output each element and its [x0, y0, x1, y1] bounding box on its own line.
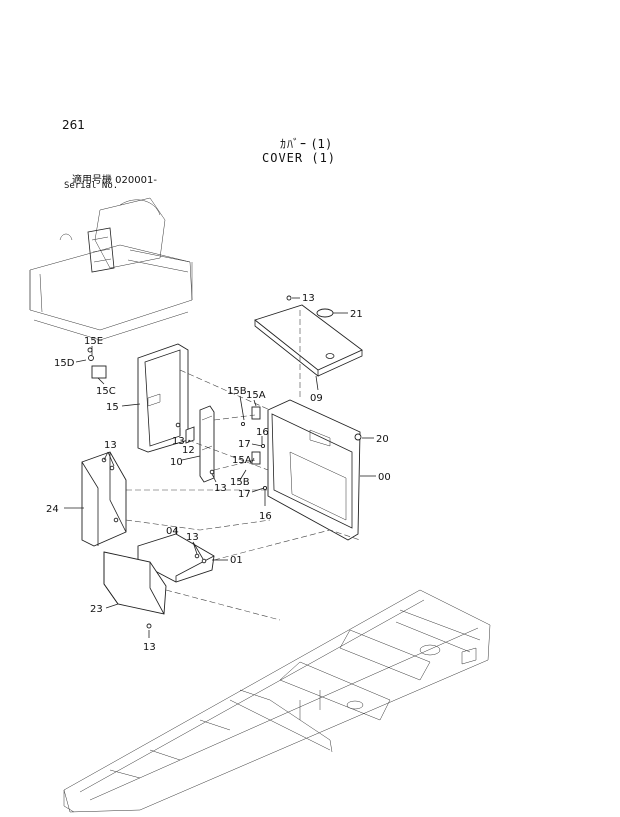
callout-17-top: 17 — [238, 439, 251, 450]
callout-10: 10 — [170, 457, 183, 468]
callout-15c: 15C — [96, 386, 116, 397]
callout-13-bar: 13 — [172, 436, 185, 447]
callout-16-bottom: 16 — [259, 511, 272, 522]
callout-20: 20 — [376, 434, 389, 445]
callout-13-cover24: 13 — [104, 440, 117, 451]
callout-24: 24 — [46, 504, 59, 515]
callout-17-bottom: 17 — [238, 489, 251, 500]
page-number: 261 — [62, 118, 85, 132]
serial-label-japanese: 適用号機 020001- — [72, 175, 157, 186]
callout-15d: 15D — [54, 358, 75, 369]
latch-15c — [91, 365, 107, 379]
part-callouts: 13 21 09 15E 15D 15C 15 15B 15A 16 17 20… — [46, 293, 391, 653]
callout-00: 00 — [378, 472, 391, 483]
title-japanese: ｶﾊﾞｰ (1) — [280, 137, 332, 151]
assembly-guide-lines — [125, 310, 361, 621]
callout-13-lower: 13 — [214, 483, 227, 494]
callout-09: 09 — [310, 393, 323, 404]
cover-plate-09 — [254, 295, 363, 377]
callout-15: 15 — [106, 402, 119, 413]
cap-21 — [316, 308, 334, 318]
callout-13: 13 — [302, 293, 315, 304]
side-cover-00 — [240, 399, 362, 541]
callout-01: 01 — [230, 555, 243, 566]
leader-lines — [64, 297, 376, 638]
callout-13-cover23: 13 — [143, 642, 156, 653]
machine-overview-illustration — [29, 197, 193, 341]
side-cover-24 — [81, 451, 127, 547]
callout-15a-top: 15A — [246, 390, 266, 401]
callout-15e: 15E — [84, 336, 103, 347]
title-english: COVER (1) — [262, 151, 337, 165]
lower-plates — [103, 533, 215, 629]
callout-04: 04 — [166, 526, 179, 537]
serial-label-english: Serial No. — [64, 181, 119, 191]
callout-15a-bottom: 15A — [232, 455, 252, 466]
callout-15b-bottom: 15B — [230, 477, 250, 488]
callout-15b-top: 15B — [227, 386, 247, 397]
hinge-lower — [251, 451, 261, 465]
callout-21: 21 — [350, 309, 363, 320]
knob-20 — [354, 433, 362, 441]
hinge-upper — [251, 406, 261, 420]
callout-13-plate04: 13 — [186, 532, 199, 543]
callout-23: 23 — [90, 604, 103, 615]
callout-12: 12 — [182, 445, 195, 456]
machine-frame — [63, 589, 491, 813]
callout-16-top: 16 — [256, 427, 269, 438]
